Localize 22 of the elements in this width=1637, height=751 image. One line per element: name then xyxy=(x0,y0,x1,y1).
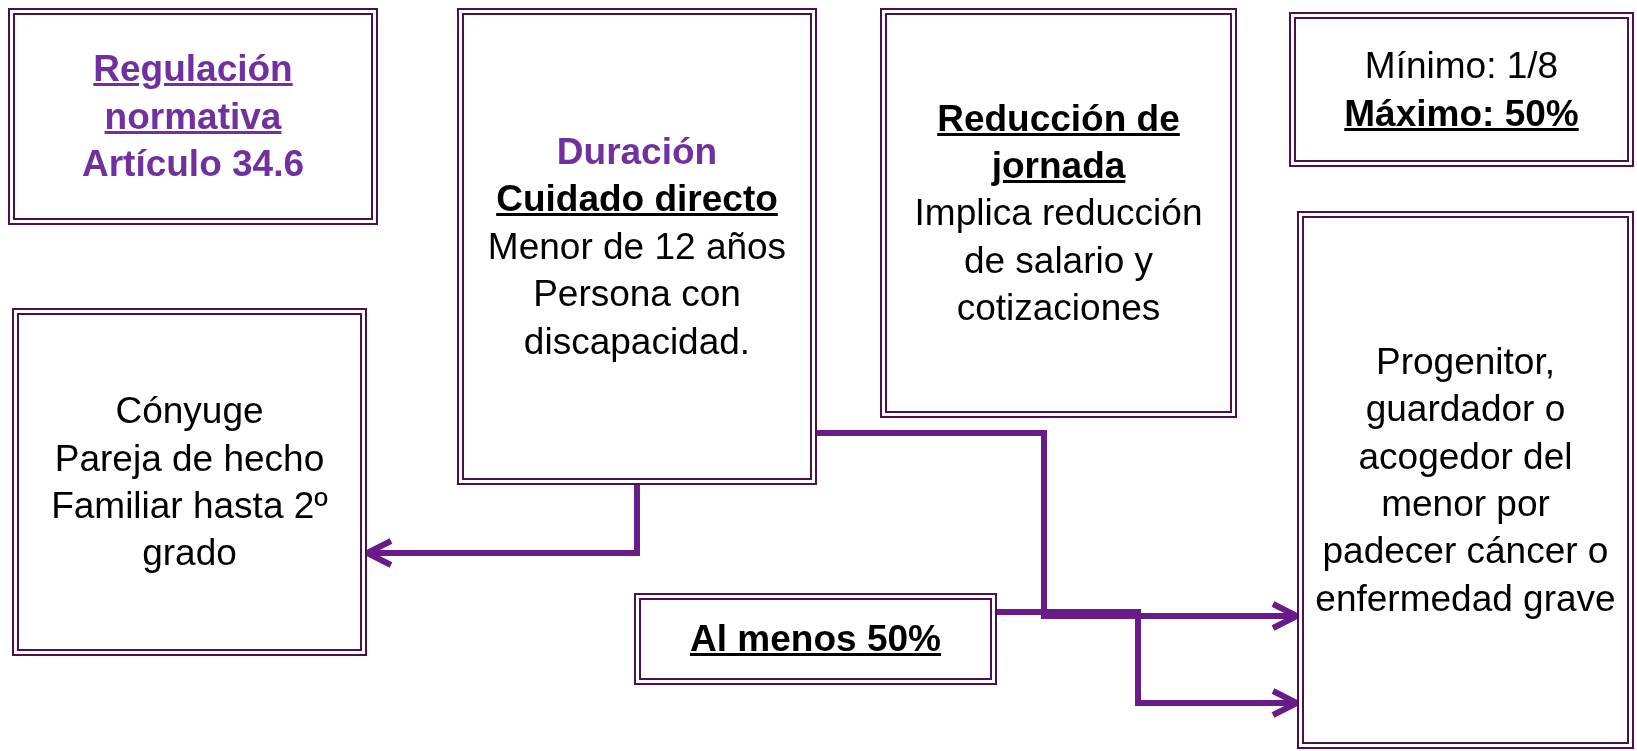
node-text: Implica reducción de salario y cotizaciones xyxy=(913,191,1204,331)
text-box xyxy=(634,593,997,685)
text-box xyxy=(457,8,817,485)
node-text: Mínimo: 1/8 xyxy=(1364,44,1559,89)
node-text: Persona con discapacidad. xyxy=(522,272,752,364)
text-box xyxy=(1297,211,1634,749)
node-text: Reducción de jornada xyxy=(936,96,1181,188)
text-box xyxy=(1289,12,1634,167)
node-text: Progenitor, guardador o acogedor del menor por padecer cáncer o enfermedad grave xyxy=(1314,339,1617,621)
node-text: Regulación normativa xyxy=(92,47,294,139)
node-text: Pareja de hecho xyxy=(54,436,325,481)
node-text: Artículo 34.6 xyxy=(81,142,305,187)
node-text: Duración xyxy=(556,130,718,175)
node-text: Al menos 50% xyxy=(690,617,941,662)
node-text: Familiar hasta 2º grado xyxy=(50,484,329,576)
node-text: Cuidado directo xyxy=(496,177,778,222)
text-box xyxy=(8,8,378,225)
node-text: Máximo: 50% xyxy=(1344,91,1579,136)
node-text: Cónyuge xyxy=(115,389,264,434)
node-text: Menor de 12 años xyxy=(487,224,787,269)
text-box xyxy=(880,8,1237,418)
text-box xyxy=(12,308,367,656)
